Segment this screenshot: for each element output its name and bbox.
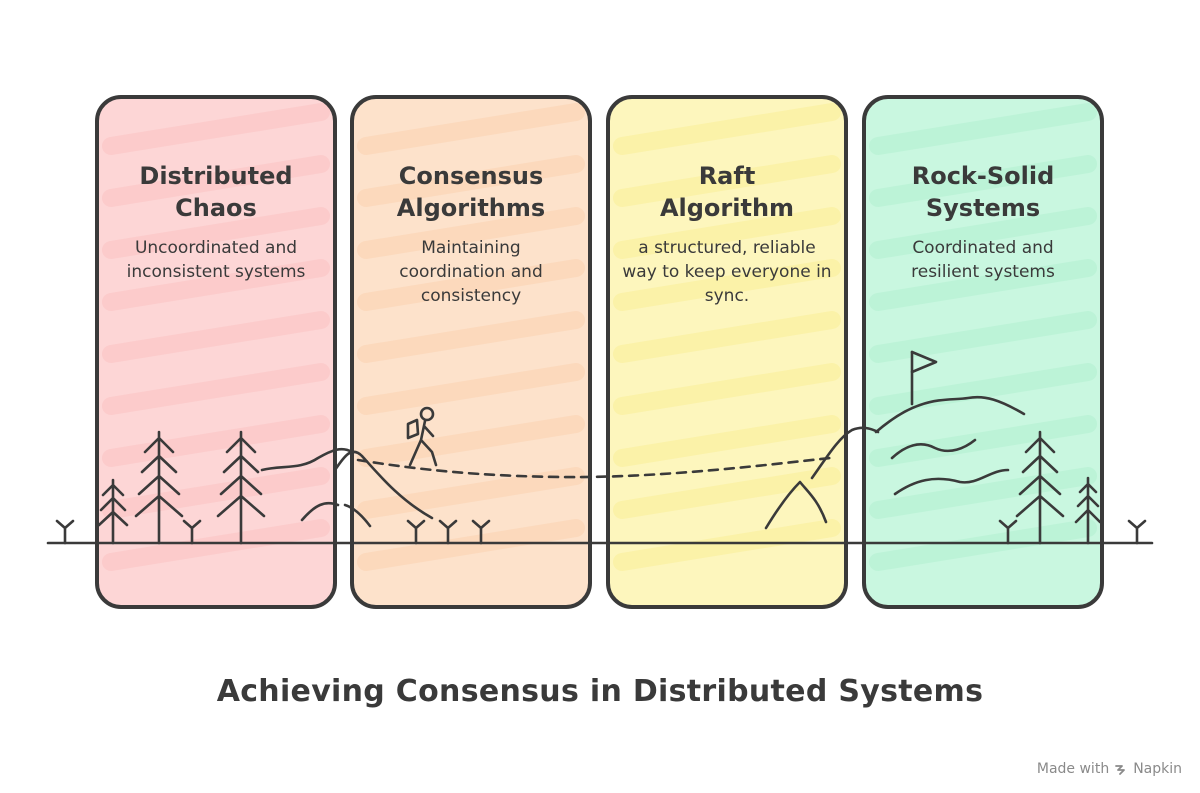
grass-sprout-icon — [55, 519, 75, 545]
brush-stripe — [102, 467, 330, 519]
brush-stripe — [869, 467, 1097, 519]
brush-stripe — [102, 259, 330, 311]
mountain-icon — [300, 501, 340, 522]
brush-stripe — [869, 207, 1097, 259]
grass-sprout-icon — [406, 519, 426, 545]
brush-stripe — [357, 207, 585, 259]
brush-stripe — [357, 103, 585, 155]
brush-stripe — [102, 103, 330, 155]
stage-card-consensus-algorithms — [350, 95, 592, 609]
pine-tree-icon — [97, 478, 129, 545]
brush-stripe — [613, 415, 841, 467]
grass-sprout-icon — [998, 519, 1018, 545]
brush-stripe — [357, 415, 585, 467]
credit-brand: Napkin — [1133, 761, 1182, 777]
mountain-icon — [764, 480, 828, 530]
brush-stripe — [869, 415, 1097, 467]
credit-prefix: Made with — [1036, 761, 1110, 777]
stage-title: Consensus Algorithms — [396, 162, 546, 222]
brush-stripes — [613, 103, 841, 571]
brush-stripes — [357, 103, 585, 571]
stage-card-raft-algorithm — [606, 95, 848, 609]
mountain-icon — [333, 450, 434, 520]
brush-stripe — [357, 259, 585, 311]
brush-stripe — [357, 467, 585, 519]
stage-title: Distributed Chaos — [139, 162, 293, 222]
brush-stripe — [869, 311, 1097, 363]
grass-sprout-icon — [182, 519, 202, 545]
mountain-icon — [890, 438, 977, 460]
stage-text-1: Distributed Chaos Uncoordinated and inco… — [106, 160, 326, 284]
brush-stripe — [613, 311, 841, 363]
brush-stripe — [357, 519, 585, 571]
grass-sprout-icon — [438, 519, 458, 545]
stage-description: Uncoordinated and inconsistent systems — [126, 238, 306, 282]
stage-description: a structured, reliable way to keep every… — [622, 238, 832, 306]
brush-stripe — [357, 155, 585, 207]
brush-stripe — [613, 259, 841, 311]
mountain-icon — [893, 468, 1010, 496]
pine-tree-icon — [216, 430, 266, 545]
hill-outline — [260, 447, 354, 472]
made-with-credit[interactable]: Made with Napkin — [1037, 761, 1182, 777]
stage-title: Rock-Solid Systems — [911, 162, 1055, 222]
brush-stripe — [613, 467, 841, 519]
brush-stripe — [613, 519, 841, 571]
brush-stripe — [357, 311, 585, 363]
stage-text-2: Consensus Algorithms Maintaining coordin… — [361, 160, 581, 308]
brush-stripes — [869, 103, 1097, 571]
grass-sprout-icon — [1127, 519, 1147, 545]
brush-stripe — [869, 519, 1097, 571]
hiker-icon — [406, 406, 438, 467]
brush-stripe — [102, 311, 330, 363]
pine-tree-icon — [1015, 430, 1065, 545]
pine-tree-icon — [1074, 476, 1102, 545]
brush-stripe — [613, 155, 841, 207]
napkin-logo-icon — [1114, 762, 1128, 776]
dashed-trail — [356, 456, 832, 479]
mountain-icon — [810, 426, 880, 480]
pine-tree-icon — [134, 430, 184, 545]
brush-stripe — [613, 207, 841, 259]
stage-title: Raft Algorithm — [659, 162, 795, 222]
brush-stripe — [102, 363, 330, 415]
stage-description: Maintaining coordination and consistency — [399, 238, 543, 306]
brush-stripe — [869, 103, 1097, 155]
stage-text-3: Raft Algorithm a structured, reliable wa… — [617, 160, 837, 308]
flag-icon — [910, 350, 938, 406]
mountain-icon — [343, 503, 372, 528]
brush-stripe — [102, 155, 330, 207]
brush-stripe — [613, 363, 841, 415]
brush-stripe — [102, 207, 330, 259]
stage-description: Coordinated and resilient systems — [911, 238, 1055, 282]
diagram-title: Achieving Consensus in Distributed Syste… — [216, 674, 984, 709]
brush-stripe — [102, 519, 330, 571]
brush-stripe — [357, 363, 585, 415]
stage-text-4: Rock-Solid Systems Coordinated and resil… — [873, 160, 1093, 284]
brush-stripes — [102, 103, 330, 571]
brush-stripe — [869, 155, 1097, 207]
grass-sprout-icon — [471, 519, 491, 545]
brush-stripe — [613, 103, 841, 155]
mountain-icon — [874, 395, 1026, 434]
brush-stripe — [869, 259, 1097, 311]
